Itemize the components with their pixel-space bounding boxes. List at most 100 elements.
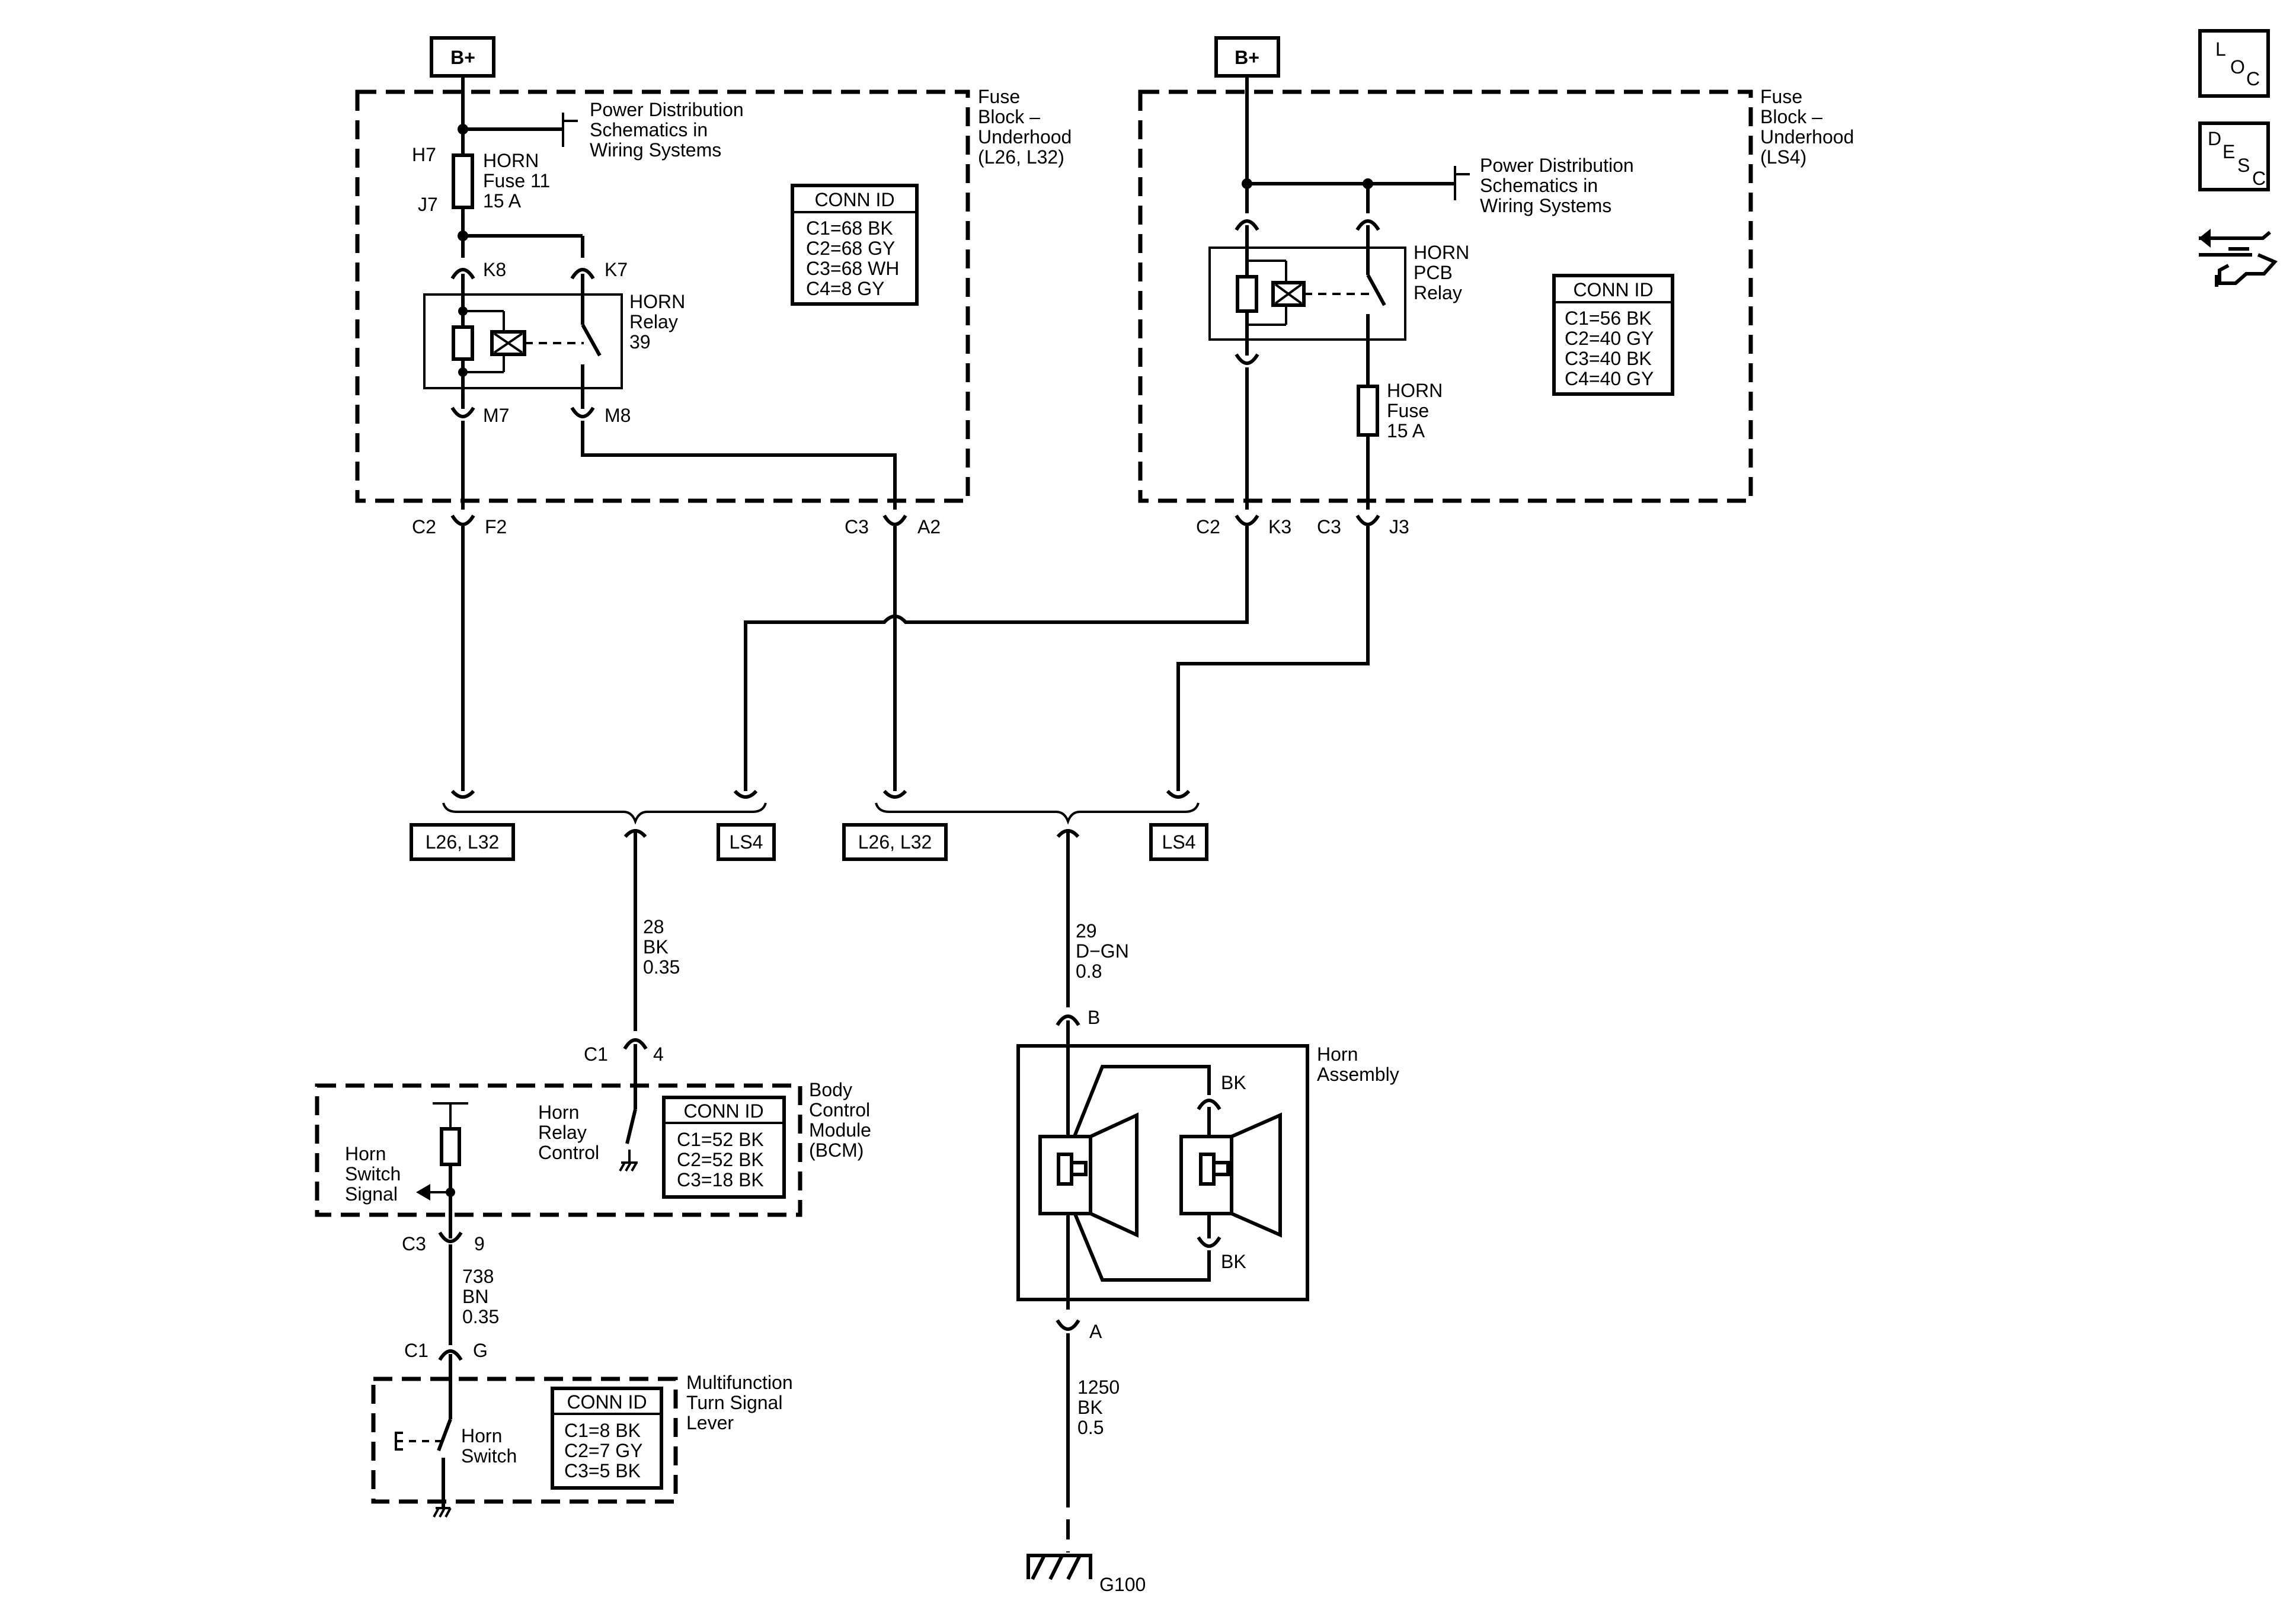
svg-text:C1=56 BK: C1=56 BK [1565,308,1652,329]
svg-text:Relay: Relay [538,1122,587,1143]
horn-right [1179,1112,1282,1238]
svg-text:CONN ID: CONN ID [567,1391,647,1413]
wiring-harness [442,526,1370,1031]
svg-text:29: 29 [1076,920,1097,942]
svg-text:B: B [1088,1007,1100,1028]
svg-text:C1: C1 [404,1340,428,1361]
svg-text:39: 39 [629,331,651,353]
svg-text:1250: 1250 [1077,1377,1120,1398]
bcm-relay-control: Horn Relay Control [538,1102,599,1163]
svg-text:O: O [2230,56,2245,78]
conn-id-multifunction: CONN ID C1=8 BK C2=7 GY C3=5 BK [551,1387,663,1490]
svg-text:28: 28 [643,916,664,937]
svg-text:D: D [2208,128,2221,149]
svg-text:BK: BK [1077,1397,1103,1418]
svg-text:0.35: 0.35 [643,956,680,978]
svg-text:Fuse: Fuse [1387,400,1429,421]
wire-1250-label: 1250 BK 0.5 [1077,1377,1120,1438]
svg-text:E: E [2223,141,2235,162]
horn-relay-39: HORN Relay 39 [423,274,685,409]
svg-text:C3=40 BK: C3=40 BK [1565,348,1652,369]
svg-text:C2: C2 [1196,516,1220,537]
svg-text:BK: BK [1221,1072,1246,1093]
bcm-title: Body Control Module (BCM) [809,1079,871,1161]
svg-text:M7: M7 [483,405,509,426]
svg-text:C1=68 BK: C1=68 BK [806,217,893,239]
svg-text:Relay: Relay [1414,282,1462,303]
svg-text:Turn Signal: Turn Signal [686,1392,782,1413]
bplus-right: B+ [1214,36,1280,78]
svg-text:PCB: PCB [1414,262,1453,283]
ground-g100: G100 [1027,1554,1146,1595]
horn-fuse-11 [452,153,474,209]
svg-text:C3=18 BK: C3=18 BK [677,1169,764,1190]
svg-text:G100: G100 [1099,1574,1146,1595]
svg-text:K3: K3 [1268,516,1291,537]
svg-text:C3=68 WH: C3=68 WH [806,258,899,279]
svg-text:Power Distribution: Power Distribution [1480,155,1634,176]
conn-id-left: CONN ID C1=68 BK C2=68 GY C3=68 WH C4=8 … [791,184,919,306]
fuse-block-right: Fuse Block – Underhood (LS4) Power Distr… [1138,76,1854,537]
connector-arrows-icon[interactable] [2199,229,2278,287]
svg-text:Horn: Horn [345,1143,386,1164]
svg-text:Control: Control [809,1099,870,1121]
svg-text:LS4: LS4 [1162,831,1196,853]
horn-switch: Horn Switch [461,1425,517,1467]
horn-fuse-right [1357,385,1379,437]
svg-text:0.5: 0.5 [1077,1417,1104,1438]
svg-text:L: L [2215,39,2226,60]
svg-text:(BCM): (BCM) [809,1140,864,1161]
svg-text:M8: M8 [605,405,631,426]
svg-text:C2=68 GY: C2=68 GY [806,238,895,259]
svg-text:Wiring Systems: Wiring Systems [1480,195,1611,216]
svg-text:Block –: Block – [1760,106,1822,127]
svg-text:H7: H7 [412,144,436,165]
horn-assembly: B Horn Assembly BK BK A [1016,1007,1399,1342]
svg-text:C2=7 GY: C2=7 GY [564,1440,643,1461]
svg-text:BK: BK [1221,1251,1246,1272]
svg-text:Lever: Lever [686,1412,734,1433]
svg-text:Fuse: Fuse [1760,86,1802,107]
svg-text:C2=52 BK: C2=52 BK [677,1149,764,1170]
svg-text:C1=52 BK: C1=52 BK [677,1129,764,1150]
svg-text:Horn: Horn [461,1425,502,1446]
svg-text:C3=5 BK: C3=5 BK [564,1460,641,1481]
svg-text:A2: A2 [917,516,941,537]
svg-text:Multifunction: Multifunction [686,1372,793,1393]
svg-text:(LS4): (LS4) [1760,146,1806,168]
svg-text:Body: Body [809,1079,852,1100]
svg-text:C4=40 GY: C4=40 GY [1565,368,1654,389]
svg-text:HORN: HORN [1414,242,1469,263]
body-control-module: C1 4 Body Control Module (BCM) Horn Rela… [315,1038,871,1254]
conn-id-right: CONN ID C1=56 BK C2=40 GY C3=40 BK C4=40… [1552,274,1674,396]
svg-text:LS4: LS4 [730,831,763,853]
svg-text:K8: K8 [483,259,506,280]
svg-text:D−GN: D−GN [1076,940,1129,962]
fuse-block-left-title: Fuse Block – Underhood (L26, L32) [978,86,1072,168]
desc-icon[interactable]: D E S C [2198,121,2270,191]
svg-text:Horn: Horn [538,1102,579,1123]
svg-text:Wiring Systems: Wiring Systems [590,139,721,161]
svg-text:C: C [2252,168,2266,189]
wire-29-label: 29 D−GN 0.8 [1076,920,1129,982]
svg-text:C3: C3 [845,516,869,537]
svg-text:Switch: Switch [345,1163,401,1185]
svg-text:C2=40 GY: C2=40 GY [1565,328,1654,349]
svg-text:J7: J7 [418,194,438,215]
svg-text:15 A: 15 A [483,190,522,212]
wire-28-label: 28 BK 0.35 [643,916,680,978]
svg-text:C1: C1 [584,1044,608,1065]
svg-text:C3: C3 [402,1233,426,1254]
svg-text:Horn: Horn [1317,1044,1358,1065]
svg-text:Schematics in: Schematics in [1480,175,1598,196]
multifunction-title: Multifunction Turn Signal Lever [686,1372,793,1433]
svg-text:Relay: Relay [629,311,678,332]
loc-icon[interactable]: L O C [2198,29,2270,98]
svg-text:(L26, L32): (L26, L32) [978,146,1064,168]
svg-text:Signal: Signal [345,1183,398,1205]
svg-text:Module: Module [809,1119,871,1141]
svg-text:B+: B+ [450,47,475,68]
wire-738-label: 738 BN 0.35 [462,1266,499,1327]
svg-text:Fuse 11: Fuse 11 [483,170,550,191]
